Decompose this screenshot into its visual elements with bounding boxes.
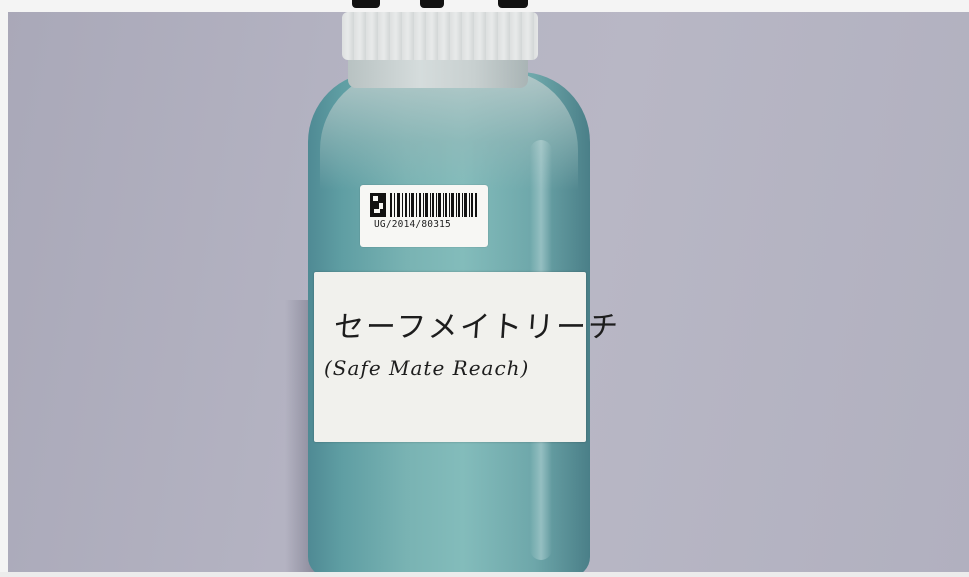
barcode-code: UG/2014/80315 — [374, 219, 451, 230]
bottom-edge-band — [0, 572, 969, 577]
cropped-heading-glyph — [352, 0, 380, 8]
handwritten-label: セーフメイトリーチ (Safe Mate Reach) — [314, 272, 621, 442]
barcode-graphic — [370, 193, 478, 217]
barcode-sticker: UG/2014/80315 — [360, 185, 488, 247]
top-edge-band — [0, 0, 969, 12]
label-japanese-text: セーフメイトリーチ — [332, 310, 622, 345]
label-english-text: (Safe Mate Reach) — [324, 356, 530, 380]
left-edge-band — [0, 12, 8, 577]
cropped-heading-glyph — [498, 0, 528, 8]
bottle-cap — [342, 12, 538, 60]
cropped-heading-glyph — [420, 0, 444, 8]
bottle-shoulder — [320, 70, 578, 190]
